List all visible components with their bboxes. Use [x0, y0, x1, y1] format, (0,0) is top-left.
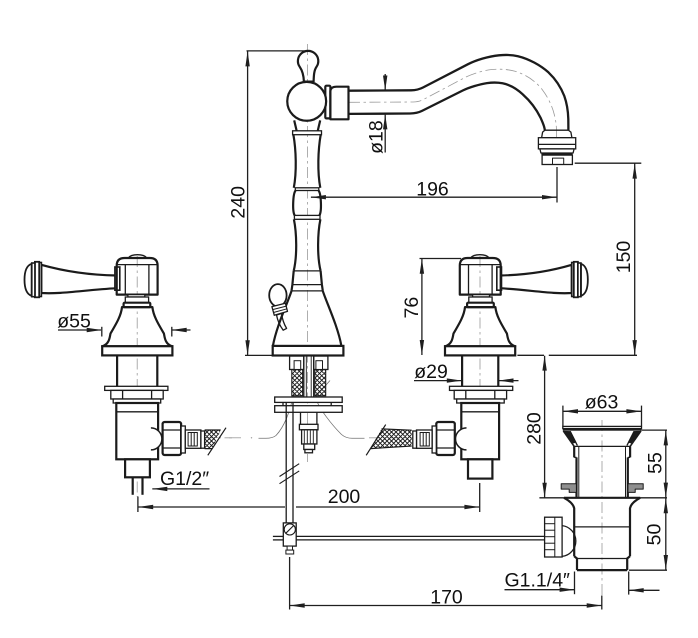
svg-text:200: 200: [328, 486, 361, 508]
svg-text:ø18: ø18: [366, 120, 388, 154]
svg-text:76: 76: [401, 297, 423, 319]
svg-text:ø63: ø63: [585, 392, 619, 414]
svg-text:55: 55: [645, 452, 667, 474]
svg-text:50: 50: [644, 524, 666, 546]
svg-text:196: 196: [416, 178, 449, 200]
svg-text:ø29: ø29: [414, 361, 448, 383]
svg-text:G1.1/4″: G1.1/4″: [505, 570, 571, 592]
svg-text:ø55: ø55: [57, 311, 91, 333]
svg-text:170: 170: [430, 587, 463, 609]
svg-text:150: 150: [613, 241, 635, 274]
svg-text:G1/2″: G1/2″: [160, 468, 209, 490]
svg-text:280: 280: [524, 412, 546, 445]
svg-text:240: 240: [227, 186, 249, 219]
